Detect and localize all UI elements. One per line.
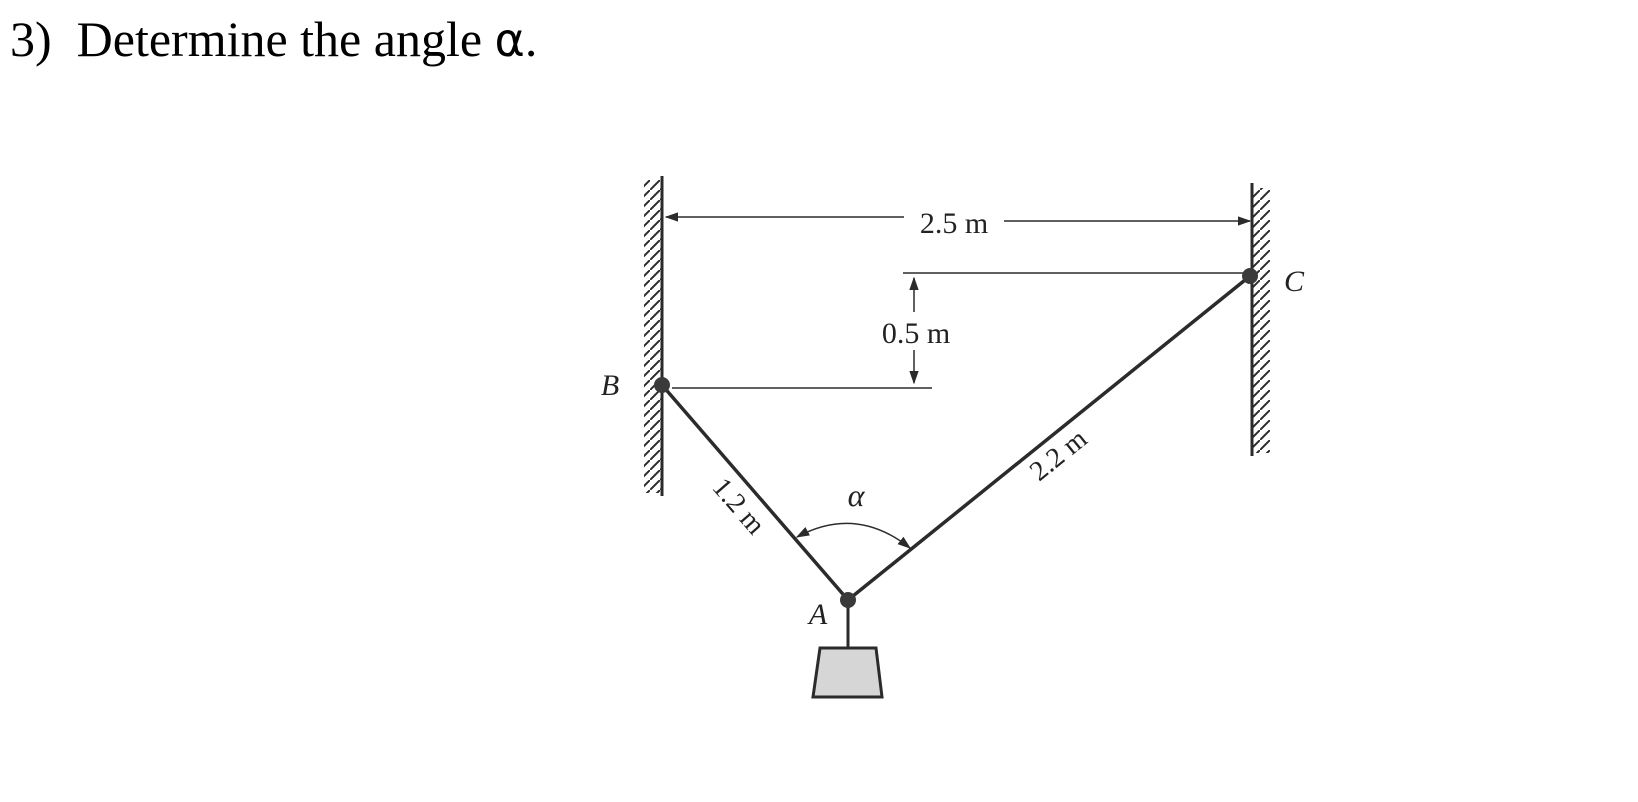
point-a-label: A xyxy=(807,598,828,631)
cable-ac xyxy=(846,274,1252,602)
problem-statement: 3) Determine the angle α. xyxy=(10,10,537,68)
joint-c xyxy=(1242,268,1258,284)
right-wall xyxy=(1250,183,1270,456)
point-c-label: C xyxy=(1284,265,1305,298)
angle-arc xyxy=(795,522,912,549)
joint-a xyxy=(840,592,856,608)
span-dimension: 2.5 m xyxy=(664,207,1252,240)
joint-b xyxy=(654,377,670,393)
problem-number: 3) xyxy=(10,11,52,67)
span-label: 2.5 m xyxy=(920,207,988,240)
cable-ac-length: 2.2 m xyxy=(1024,423,1093,487)
problem-text: Determine the angle xyxy=(76,11,483,67)
height-diff-label: 0.5 m xyxy=(882,317,950,350)
alpha-symbol: α xyxy=(494,13,525,67)
point-b-label: B xyxy=(601,369,619,402)
height-dimension: 0.5 m xyxy=(672,272,1250,389)
cable-ab-length: 1.2 m xyxy=(706,472,771,541)
weight-block xyxy=(811,646,884,699)
angle-label: α xyxy=(848,477,866,513)
problem-period: . xyxy=(524,11,538,67)
cable-ab xyxy=(660,383,850,602)
left-wall xyxy=(644,176,664,496)
